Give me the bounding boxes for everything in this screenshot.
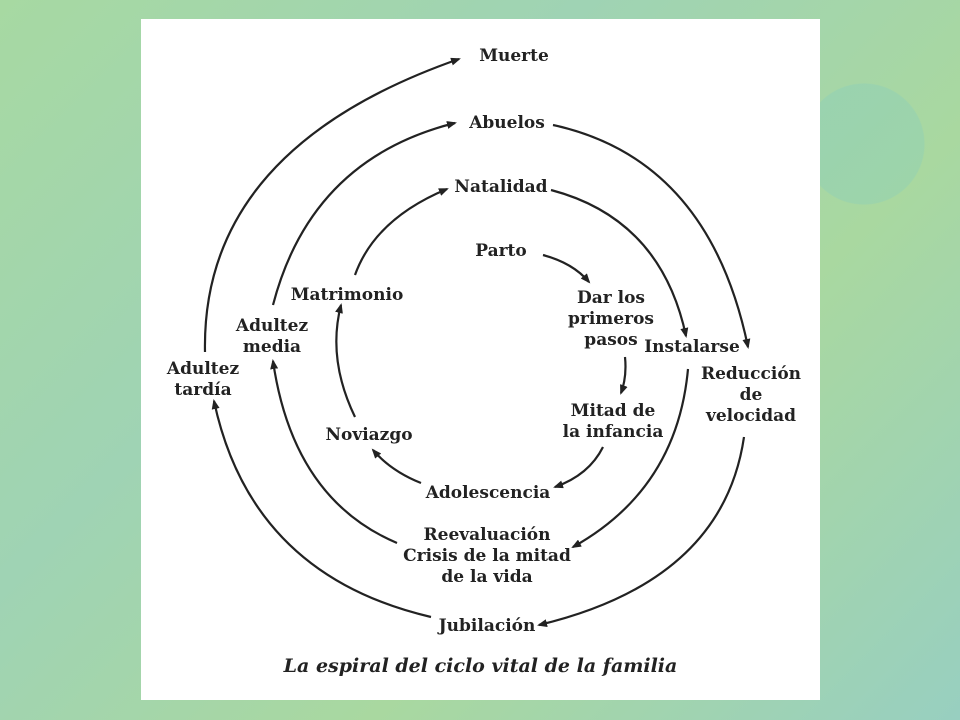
label-reduccion-line-1: Reducción [700,364,802,384]
label-mitad-infancia: Mitad de la infancia [563,401,664,443]
arrow-reevaluacion-to-adultez-media [270,359,398,545]
label-adolescencia: Adolescencia [425,483,551,503]
label-reevaluacion-line-3: de la vida [441,567,533,587]
arrow-parto-to-pasos [542,253,591,284]
label-primeros-pasos-line-2: primeros [568,309,654,329]
label-reevaluacion: Reevaluación Crisis de la mitad de la vi… [403,525,571,588]
arrow-jubilacion-to-adultez-tardia [211,399,432,619]
arrow-adolescencia-to-noviazgo [371,448,422,485]
arrow-abuelos-to-reduccion [552,123,751,349]
label-adultez-tardia-line-1: Adultez [166,359,240,379]
arrow-matrimonio-to-natalidad [353,187,449,276]
label-mitad-infancia-line-2: la infancia [562,422,664,442]
label-muerte: Muerte [479,46,549,66]
label-jubilacion: Jubilación [438,616,536,636]
label-reduccion: Reducción de velocidad [701,364,801,427]
label-reevaluacion-line-1: Reevaluación [423,525,551,545]
label-natalidad: Natalidad [454,177,548,197]
label-adultez-media-line-1: Adultez [235,316,309,336]
arrow-reduccion-to-jubilacion [537,436,746,628]
label-mitad-infancia-line-1: Mitad de [570,401,656,421]
label-adultez-tardia: Adultez tardía [167,359,239,401]
arrow-pasos-to-mitad [619,356,628,395]
label-instalarse: Instalarse [644,337,740,357]
spiral-arrows [203,57,751,628]
arrow-adultez-tardia-to-muerte [203,57,461,353]
label-adultez-tardia-line-2: tardía [174,380,232,400]
label-parto: Parto [475,241,527,261]
label-adultez-media: Adultez media [236,316,308,358]
label-primeros-pasos-line-3: pasos [584,330,638,350]
arrow-instalarse-to-reevaluacion [571,368,690,548]
label-primeros-pasos: Dar los primeros pasos [568,288,654,351]
diagram-caption: La espiral del ciclo vital de la familia [283,655,678,677]
label-primeros-pasos-line-1: Dar los [576,288,645,308]
label-noviazgo: Noviazgo [325,425,413,445]
arrow-noviazgo-to-matrimonio [335,303,356,418]
label-reduccion-line-3: velocidad [705,406,797,426]
arrow-mitad-to-adolescencia [553,446,604,489]
arrow-adultez-media-to-abuelos [271,121,457,306]
label-reduccion-line-2: de [739,385,763,405]
label-reevaluacion-line-2: Crisis de la mitad [403,546,571,566]
arrow-natalidad-to-instalarse [550,188,689,338]
diagram-panel: Muerte Abuelos Natalidad Parto Dar los p… [141,19,820,700]
label-abuelos: Abuelos [469,113,545,133]
label-adultez-media-line-2: media [242,337,302,357]
label-matrimonio: Matrimonio [290,285,404,305]
